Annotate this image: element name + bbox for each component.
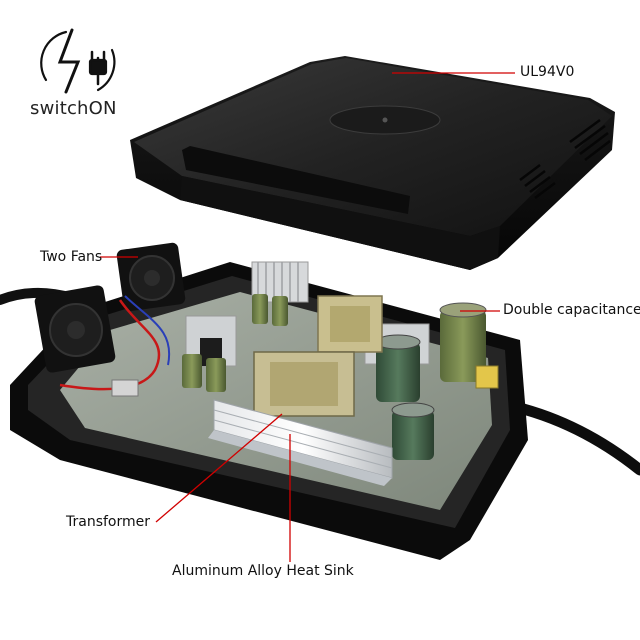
vent-slots xyxy=(519,118,611,199)
transformers xyxy=(253,295,383,417)
fan-wires xyxy=(59,299,161,391)
callout-lines xyxy=(100,72,515,562)
fans xyxy=(34,242,186,373)
brand-name: switchON xyxy=(30,98,117,119)
connector-yellow xyxy=(475,365,499,389)
label-heat-sink: Aluminum Alloy Heat Sink xyxy=(172,563,354,579)
lightning-plug-icon xyxy=(40,28,116,94)
label-ul94v0: UL94V0 xyxy=(520,64,575,80)
label-two-fans: Two Fans xyxy=(40,249,103,265)
lid xyxy=(130,56,615,270)
main-heatsink xyxy=(208,399,393,486)
port xyxy=(111,379,139,397)
callout-line-transformer xyxy=(155,413,283,523)
capacitors xyxy=(182,294,487,460)
label-double-capacitance: Double capacitance xyxy=(503,302,640,318)
label-transformer: Transformer xyxy=(66,514,151,530)
